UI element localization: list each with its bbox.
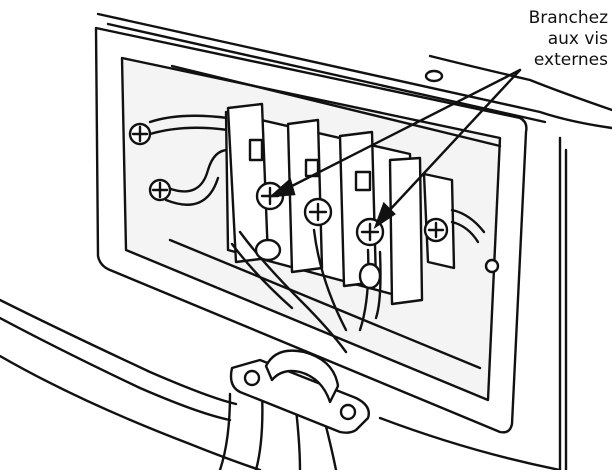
clamp-screw-right-icon	[339, 403, 357, 421]
dryer-top-hole	[424, 69, 444, 83]
wire-upper-left-2	[148, 126, 230, 136]
strain-relief-clamp	[229, 358, 370, 434]
wire-upper-left	[148, 114, 230, 124]
clamp-screw-left-icon	[243, 369, 261, 387]
dryer-top-inner-edge	[106, 22, 547, 124]
power-cord	[218, 392, 232, 472]
arrow-icon-left-head	[268, 177, 296, 198]
arrow-to-left-screw	[286, 68, 522, 190]
callout-line-2: aux vis	[547, 29, 608, 49]
ground-wire	[166, 148, 230, 193]
lower-body-curve	[0, 298, 238, 406]
wire-right-2	[450, 220, 480, 244]
callout-line-1: Branchez	[528, 8, 608, 28]
lead-center	[312, 228, 348, 332]
panel-hole	[484, 258, 500, 274]
lead-left	[238, 230, 348, 354]
arrow-to-right-screw	[384, 68, 522, 216]
divider-1	[226, 102, 270, 264]
lead-right	[358, 248, 370, 332]
lead-left-2	[230, 242, 294, 310]
clamp-hump	[264, 349, 340, 404]
lower-body-curve-4	[0, 354, 262, 472]
lower-body-curve-2	[0, 316, 232, 422]
arrow-icon-right-head	[373, 201, 396, 230]
panel-inner-bottom	[168, 238, 482, 370]
lead-right-2	[374, 250, 382, 320]
wire-lug-left	[254, 238, 282, 262]
power-cord-2	[254, 390, 264, 472]
lower-body-curve-3	[378, 416, 562, 472]
panel-inner-lip	[170, 64, 502, 148]
dryer-rim	[428, 54, 612, 112]
wire-lug-right	[358, 262, 382, 290]
dryer-top-edge	[96, 12, 612, 130]
wire-right	[450, 208, 486, 234]
callout-line-3: externes	[533, 50, 608, 70]
divider-4	[388, 156, 424, 306]
callout-label: Branchez aux vis externes	[508, 8, 608, 71]
ground-wire-2	[164, 176, 220, 206]
